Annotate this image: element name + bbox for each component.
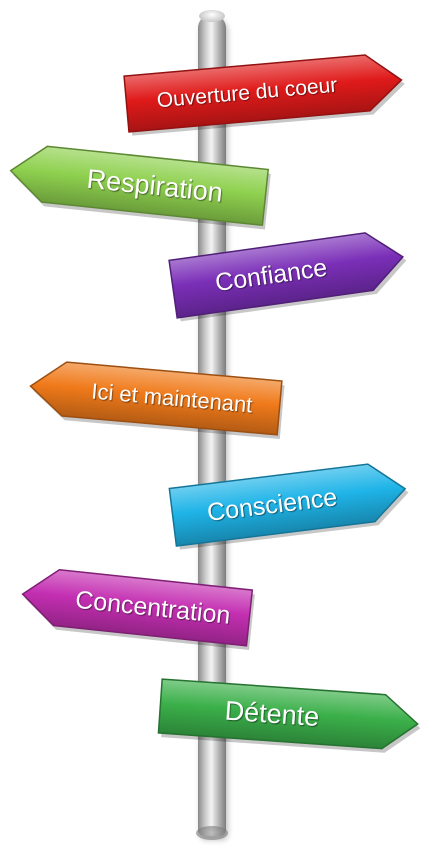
sign-ici-et-maintenant: Ici et maintenant: [28, 355, 285, 440]
pole-shadow: [196, 826, 228, 840]
arrow-right-shape: [168, 463, 409, 550]
sign-respiration: Respiration: [7, 139, 271, 230]
arrow-left-shape: [21, 569, 255, 651]
arrow-right-shape: [168, 232, 407, 322]
sign-label: Ouverture du coeur: [155, 73, 339, 113]
arrow-left-shape: [9, 145, 271, 230]
arrow-right-shape: [157, 678, 421, 753]
arrow-right-shape: [123, 54, 405, 136]
sign-label: Ici et maintenant: [90, 378, 254, 418]
sign-confiance: Confiance: [168, 224, 408, 322]
sign-detente: Détente: [157, 675, 421, 755]
arrow-left-shape: [29, 361, 285, 440]
sign-conscience: Conscience: [168, 456, 409, 550]
sign-label: Respiration: [85, 163, 225, 208]
sign-concentration: Concentration: [19, 562, 255, 651]
pole-cap: [199, 10, 225, 22]
sign-ouverture-du-coeur: Ouverture du coeur: [123, 48, 405, 136]
